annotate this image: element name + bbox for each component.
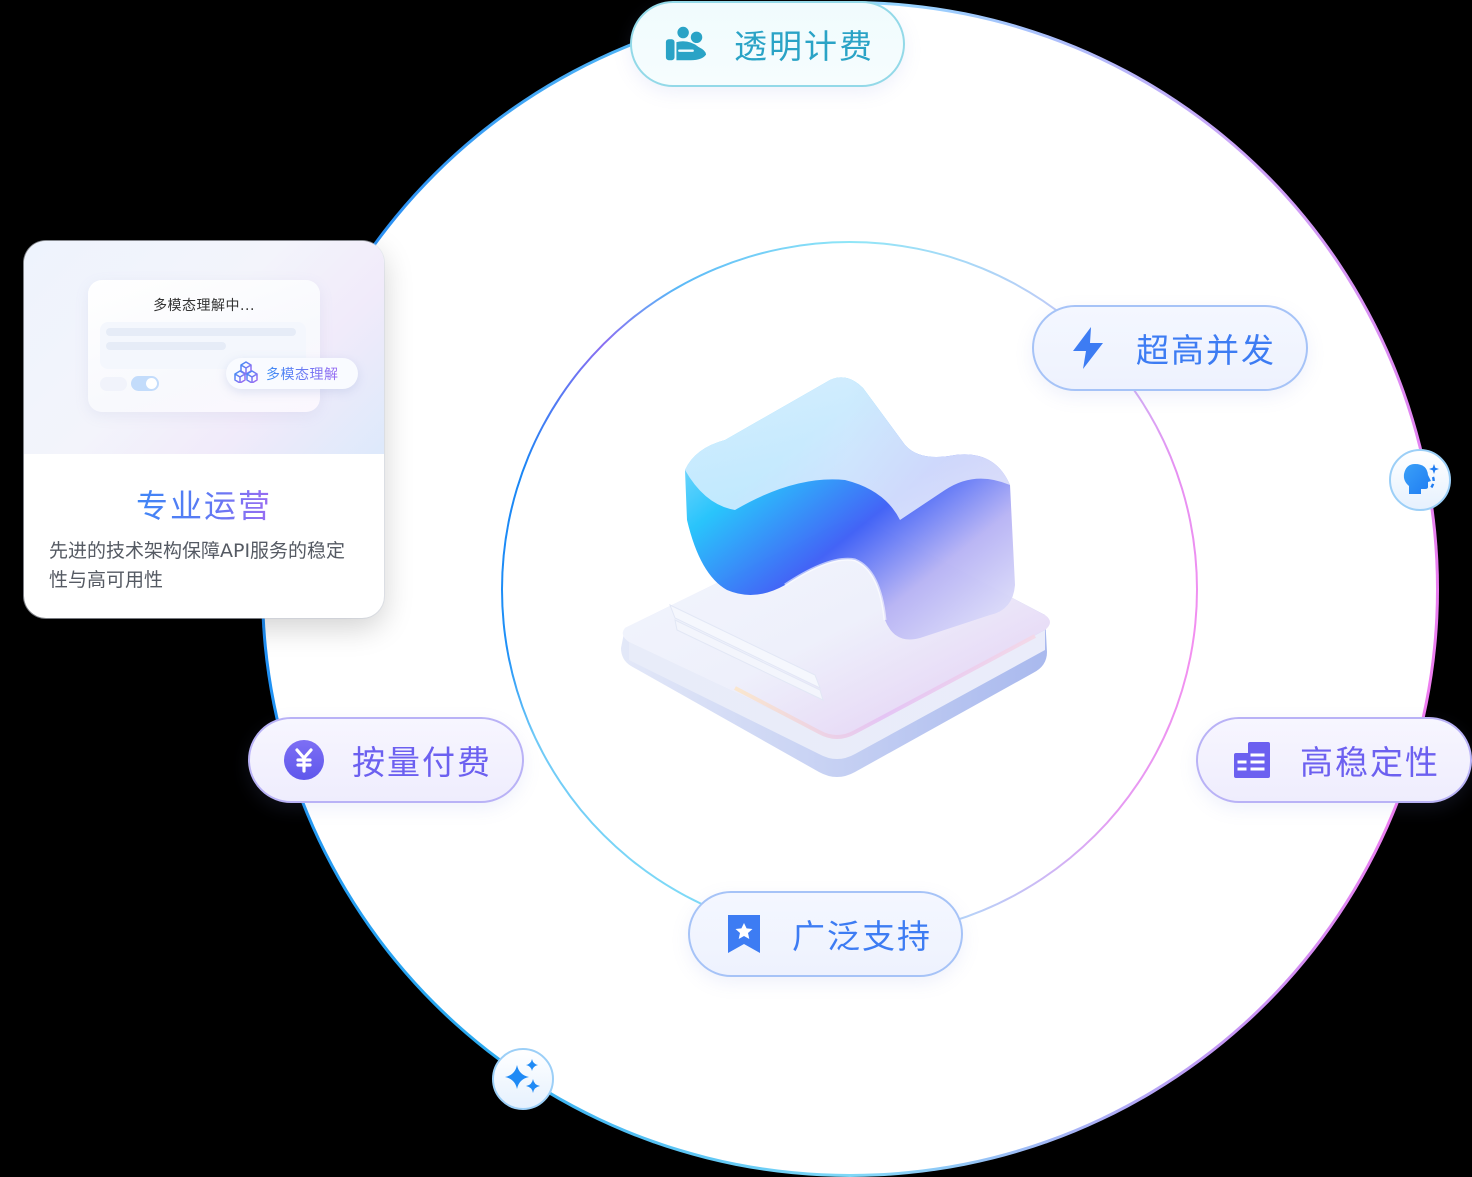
sparkles-icon [503,1057,543,1101]
mock-toggle [131,376,159,391]
feature-card: 多模态理解中... 专业运营 先进的技术架构保障API服务的稳定性与高可用性 [24,241,384,618]
user-hand-icon [664,22,708,66]
lightning-icon [1066,326,1110,370]
pill-label: 透明计费 [734,27,874,66]
toggle-knob [146,378,157,389]
card-description: 先进的技术架构保障API服务的稳定性与高可用性 [49,540,346,591]
pill-label: 超高并发 [1136,331,1276,370]
pill-label: 按量付费 [352,743,492,782]
pill-broad-support[interactable]: 广泛支持 [688,891,963,977]
pill-pay-as-you-go[interactable]: 按量付费 [248,717,524,803]
pill-high-stability[interactable]: 高稳定性 [1196,717,1472,803]
card-title: 专业运营 [24,481,384,527]
mock-chip [100,377,127,391]
pill-label: 高稳定性 [1300,743,1440,782]
cubes-icon [234,360,258,387]
card-preview: 多模态理解中... [24,241,384,454]
ai-head-sparkle-icon [1400,460,1440,500]
pill-transparent-billing[interactable]: 透明计费 [630,1,905,87]
skeleton-line [106,328,296,336]
card-title-text: 专业运营 [135,487,272,525]
tag-label: 多模态理解 [266,364,339,384]
bookmark-star-icon [722,912,766,956]
sparkles-badge [492,1048,554,1110]
building-chart-icon [1230,738,1274,782]
multimodal-tag: 多模态理解 [226,358,358,389]
yuan-coin-icon [282,738,326,782]
skeleton-line [106,342,226,350]
mock-window: 多模态理解中... [88,280,320,412]
document-scroll-3d-icon [615,370,1055,790]
ai-head-badge [1389,449,1451,511]
mock-title: 多模态理解中... [153,298,255,314]
pill-label: 广泛支持 [792,917,932,956]
pill-high-concurrency[interactable]: 超高并发 [1032,305,1308,391]
